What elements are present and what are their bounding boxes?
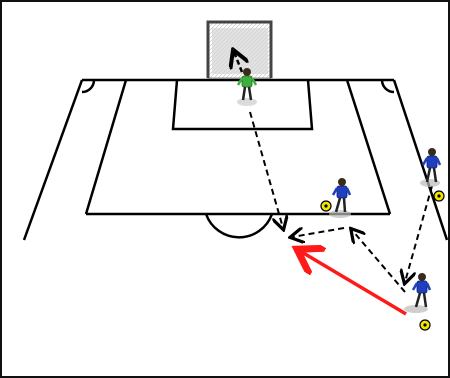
penalty-area-lines: [22, 78, 448, 241]
corner-arc-left: [81, 79, 96, 94]
penalty-arc: [204, 213, 274, 239]
goal-icon: [206, 20, 273, 79]
corner-arc-right: [380, 79, 395, 94]
pass-arrow-icon: [249, 111, 283, 228]
right-touchline: [392, 79, 448, 241]
goalkeeper-icon: [236, 68, 258, 106]
left-touchline: [22, 79, 84, 241]
pass-arrows: [249, 111, 433, 293]
pass-arrow-icon: [292, 227, 345, 237]
six-yard-box: [171, 79, 314, 131]
attacker-icon: [329, 178, 352, 218]
ball-icon: [419, 319, 431, 331]
pass-arrow-icon: [405, 185, 433, 282]
attacker-icon: [420, 148, 442, 187]
pass-arrow-icon: [352, 230, 406, 293]
ball-icon: [320, 200, 332, 212]
keeper-arrow: [234, 52, 242, 73]
run-arrow-icon: [300, 251, 407, 316]
inner-line-left: [84, 79, 128, 215]
pass-arrow-icon: [234, 52, 242, 73]
attacker-icon: [404, 273, 432, 313]
inner-line-right: [345, 79, 392, 215]
ball-icon: [433, 190, 445, 202]
